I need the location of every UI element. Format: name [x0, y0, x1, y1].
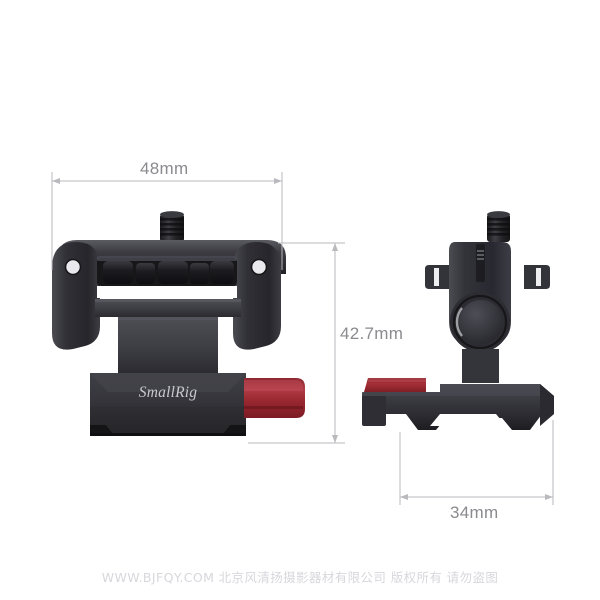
side-base-plate: [362, 384, 554, 432]
arrow-34-left: [400, 494, 408, 500]
arrow-427-bottom: [332, 435, 338, 443]
dimension-label-height: 42.7mm: [340, 324, 404, 343]
arrow-427-top: [332, 243, 338, 251]
copyright-watermark: WWW.BJFQY.COM 北京风清扬摄影器材有限公司 版权所有 请勿盗图: [101, 570, 499, 585]
upper-clamp-bar: [52, 240, 286, 350]
dimension-lines: [51, 172, 554, 505]
side-wings: [425, 265, 550, 289]
quick-release-lever-side: [364, 378, 426, 396]
screw-stud-icon-side: [487, 211, 510, 242]
side-view: [362, 211, 554, 432]
base-housing: SmallRig: [90, 373, 246, 436]
mount-body: [118, 317, 218, 375]
arrow-48-left: [52, 178, 60, 184]
quick-release-lever: [244, 378, 305, 418]
swivel-head: [449, 242, 511, 383]
screw-stud-icon: [160, 211, 184, 242]
arrow-34-right: [545, 494, 553, 500]
front-view: SmallRig: [52, 211, 305, 436]
dimension-label-depth: 34mm: [450, 503, 499, 522]
dimension-label-width: 48mm: [140, 159, 189, 178]
arrow-48-right: [274, 178, 282, 184]
brand-logo-text: SmallRig: [139, 384, 197, 401]
